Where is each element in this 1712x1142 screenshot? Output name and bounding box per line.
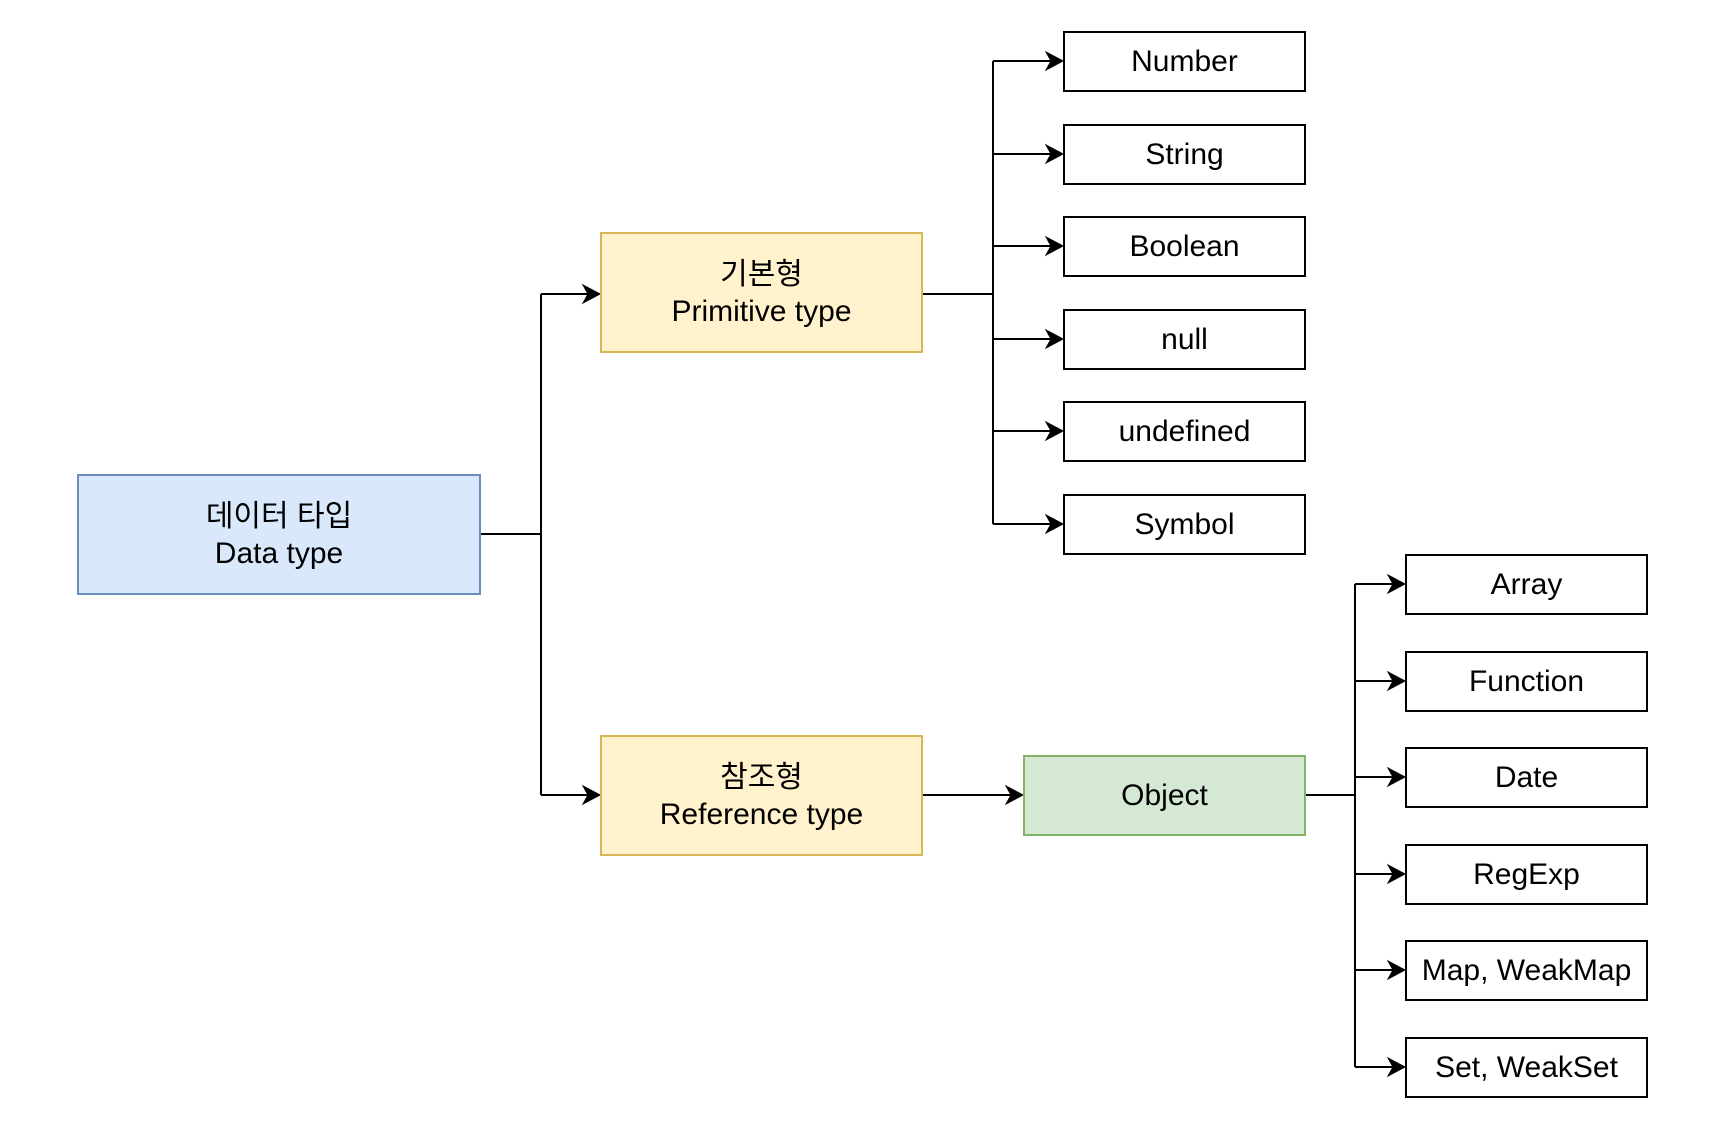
- node-data-type-label-ko: 데이터 타입: [205, 499, 353, 533]
- arrowhead-object-4: [1386, 959, 1407, 981]
- node-string: String: [1063, 124, 1306, 185]
- node-reference-type-label-ko: 참조형: [720, 760, 803, 794]
- node-null: null: [1063, 309, 1306, 370]
- arrowhead-object-5: [1386, 1056, 1407, 1078]
- node-object-label: Object: [1121, 779, 1208, 812]
- arrowhead-object-1: [1386, 670, 1407, 692]
- arrowhead-to-primitive: [581, 283, 602, 305]
- node-date: Date: [1405, 747, 1648, 808]
- node-reference-type: 참조형 Reference type: [600, 735, 923, 856]
- arrowhead-object-0: [1386, 573, 1407, 595]
- node-array-label: Array: [1490, 568, 1563, 601]
- node-symbol: Symbol: [1063, 494, 1306, 555]
- arrowhead-primitive-0: [1044, 50, 1065, 72]
- node-number-label: Number: [1131, 45, 1238, 78]
- node-function: Function: [1405, 651, 1648, 712]
- node-undefined-label: undefined: [1118, 415, 1251, 448]
- node-boolean-label: Boolean: [1129, 230, 1240, 263]
- node-data-type: 데이터 타입 Data type: [77, 474, 481, 595]
- node-date-label: Date: [1494, 761, 1559, 794]
- arrowhead-primitive-2: [1044, 235, 1065, 257]
- node-null-label: null: [1161, 323, 1208, 356]
- node-regexp-label: RegExp: [1473, 858, 1580, 891]
- node-boolean: Boolean: [1063, 216, 1306, 277]
- node-string-label: String: [1145, 138, 1224, 171]
- arrowhead-primitive-5: [1044, 513, 1065, 535]
- node-set-weakset-label: Set, WeakSet: [1435, 1051, 1618, 1084]
- node-set-weakset: Set, WeakSet: [1405, 1037, 1648, 1098]
- node-regexp: RegExp: [1405, 844, 1648, 905]
- arrowhead-object-2: [1386, 766, 1407, 788]
- arrowhead-to-reference: [581, 784, 602, 806]
- node-function-label: Function: [1468, 665, 1585, 698]
- node-number: Number: [1063, 31, 1306, 92]
- node-map-weakmap: Map, WeakMap: [1405, 940, 1648, 1001]
- node-symbol-label: Symbol: [1134, 508, 1235, 541]
- node-primitive-type: 기본형 Primitive type: [600, 232, 923, 353]
- arrowhead-primitive-1: [1044, 143, 1065, 165]
- node-array: Array: [1405, 554, 1648, 615]
- arrowhead-object-3: [1386, 863, 1407, 885]
- node-object: Object: [1023, 755, 1306, 836]
- node-reference-type-label-en: Reference type: [659, 797, 864, 831]
- arrowhead-to-object: [1004, 784, 1025, 806]
- node-primitive-type-label-en: Primitive type: [671, 294, 852, 328]
- node-map-weakmap-label: Map, WeakMap: [1421, 954, 1632, 987]
- arrowhead-primitive-4: [1044, 420, 1065, 442]
- node-primitive-type-label-ko: 기본형: [720, 257, 803, 291]
- arrowhead-primitive-3: [1044, 328, 1065, 350]
- node-data-type-label-en: Data type: [214, 536, 344, 570]
- node-undefined: undefined: [1063, 401, 1306, 462]
